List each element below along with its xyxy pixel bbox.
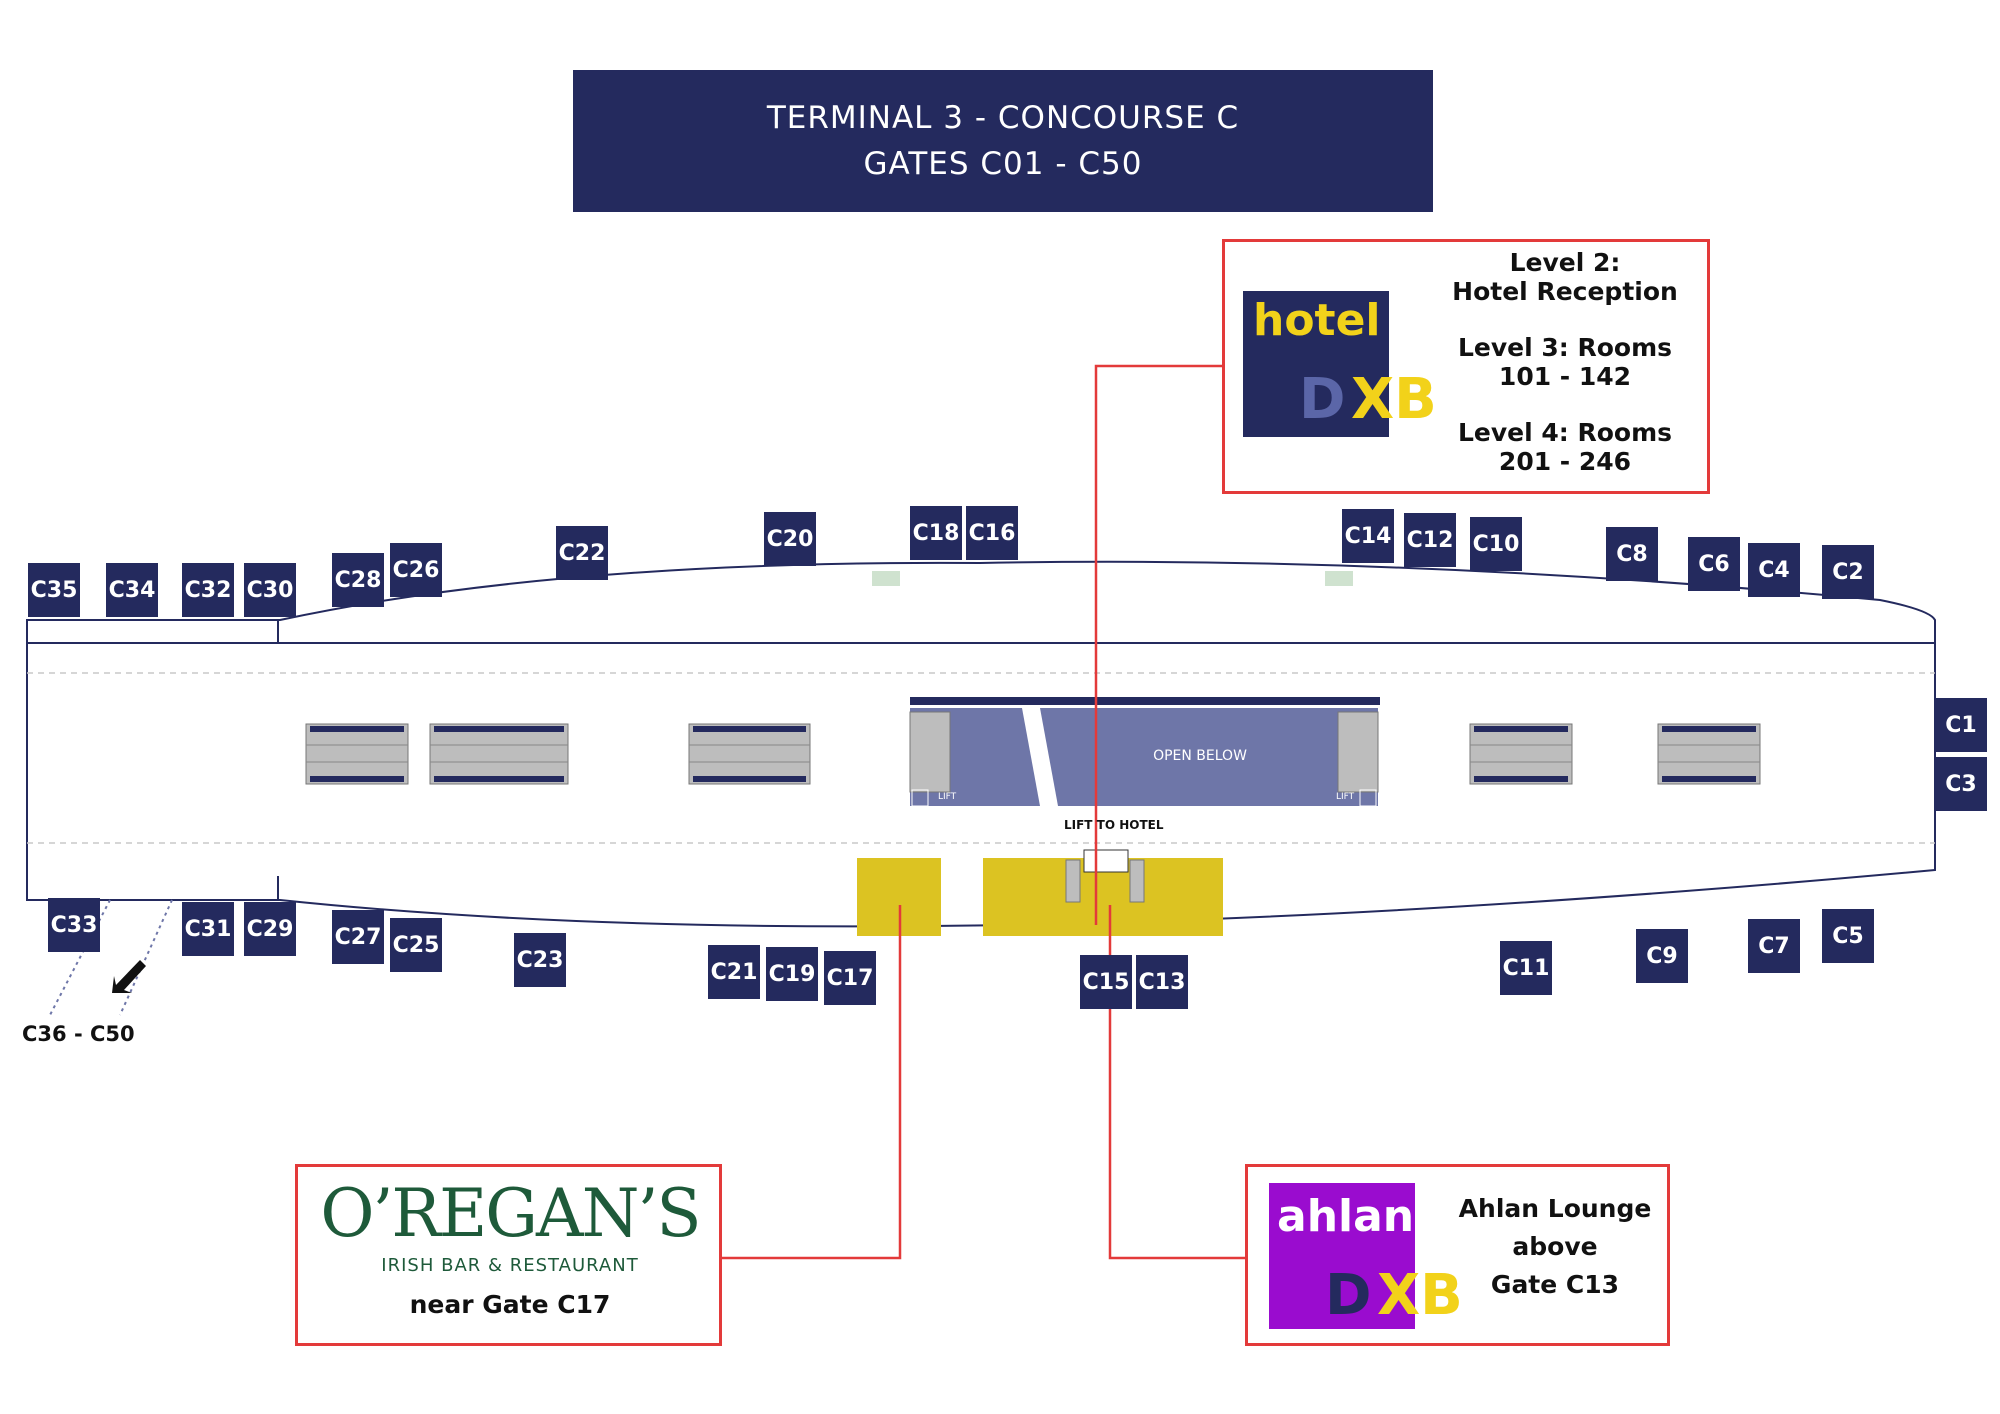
gate-c14: C14	[1342, 509, 1394, 563]
open-below-label: OPEN BELOW	[1153, 748, 1247, 764]
overflow-gates-label: C36 - C50	[22, 1022, 135, 1046]
gate-c26: C26	[390, 543, 442, 597]
hotel-level4-title: Level 4: Rooms	[1457, 418, 1673, 447]
ahlan-logo-word: ahlan	[1277, 1191, 1415, 1242]
lift-left-icon	[911, 789, 929, 807]
oregans-location-text: near Gate C17	[409, 1290, 611, 1319]
gate-c28: C28	[332, 553, 384, 607]
map-title-line1: TERMINAL 3 - CONCOURSE C	[766, 100, 1240, 136]
lift-right-label: LIFT	[1336, 792, 1355, 802]
hotel-logo-word: hotel	[1253, 295, 1381, 346]
lift-to-hotel-label: LIFT TO HOTEL	[1064, 818, 1164, 832]
gate-c5: C5	[1822, 909, 1874, 963]
hotel-dxb-logo: hotel D XB	[1243, 291, 1437, 437]
ahlan-line1: Ahlan Lounge	[1458, 1194, 1652, 1223]
gate-c10: C10	[1470, 517, 1522, 571]
hotel-lift-block	[1083, 849, 1129, 873]
lift-left-label: LIFT	[938, 792, 957, 802]
gate-c6: C6	[1688, 537, 1740, 591]
seating-block	[305, 723, 1761, 785]
ahlan-line2: above	[1512, 1232, 1598, 1261]
gate-c22: C22	[556, 526, 608, 580]
hotel-logo-xb: XB	[1351, 367, 1437, 432]
ahlan-dxb-logo: ahlan D XB	[1269, 1183, 1463, 1329]
gate-c25: C25	[390, 918, 442, 972]
gate-c31: C31	[182, 902, 234, 956]
gate-c29: C29	[244, 902, 296, 956]
hotel-callout-line	[1094, 364, 1222, 925]
gate-c30: C30	[244, 563, 296, 617]
overflow-arrow-icon	[112, 960, 146, 993]
service-area-right	[1325, 571, 1353, 586]
gate-c27: C27	[332, 910, 384, 964]
hotel-level2-title: Level 2:	[1509, 248, 1621, 277]
seating-rows	[310, 726, 1756, 782]
overflow-path-left	[49, 899, 111, 1016]
gate-c35: C35	[28, 563, 80, 617]
escalator-to-hotel-left	[1065, 859, 1081, 903]
gate-c13: C13	[1136, 955, 1188, 1009]
gate-c23: C23	[514, 933, 566, 987]
ahlan-line3: Gate C13	[1490, 1270, 1620, 1299]
hotel-level3-title: Level 3: Rooms	[1457, 333, 1673, 362]
gate-c11: C11	[1500, 941, 1552, 995]
seating-top-central	[910, 697, 1380, 705]
escalator-right	[1337, 711, 1379, 793]
seating-stripes	[306, 744, 1760, 763]
service-area-left	[872, 571, 900, 586]
gate-c1: C1	[1935, 698, 1987, 752]
ahlan-callout-line	[1108, 905, 1245, 1260]
ahlan-info-text: Ahlan Lounge above Gate C13	[1455, 1190, 1655, 1304]
gate-c18: C18	[910, 506, 962, 560]
oregans-callout-line	[722, 905, 902, 1260]
map-title-banner: TERMINAL 3 - CONCOURSE C GATES C01 - C50	[573, 70, 1433, 212]
escalator-to-hotel-right	[1129, 859, 1145, 903]
hotel-logo-d: D	[1299, 367, 1346, 432]
map-title-line2: GATES C01 - C50	[863, 146, 1143, 182]
gate-c34: C34	[106, 563, 158, 617]
gate-c4: C4	[1748, 543, 1800, 597]
ahlan-logo-d: D	[1325, 1263, 1372, 1328]
oregans-callout-box	[295, 1164, 722, 1346]
hotel-level3-text: 101 - 142	[1498, 362, 1632, 391]
gate-c32: C32	[182, 563, 234, 617]
gate-c17: C17	[824, 951, 876, 1005]
gate-c8: C8	[1606, 527, 1658, 581]
gate-c9: C9	[1636, 929, 1688, 983]
gate-c20: C20	[764, 512, 816, 566]
gate-c21: C21	[708, 945, 760, 999]
hotel-level4-text: 201 - 246	[1498, 447, 1632, 476]
lift-right-icon	[1359, 789, 1377, 807]
gate-c15: C15	[1080, 955, 1132, 1009]
ahlan-logo-xb: XB	[1377, 1263, 1463, 1328]
gate-c16: C16	[966, 506, 1018, 560]
gate-c3: C3	[1935, 757, 1987, 811]
open-below-area-right	[1040, 708, 1378, 806]
gate-c7: C7	[1748, 919, 1800, 973]
gate-c19: C19	[766, 947, 818, 1001]
gate-c2: C2	[1822, 545, 1874, 599]
hotel-level2-text: Hotel Reception	[1452, 277, 1678, 306]
oregans-logo: O’REGAN’S	[320, 1175, 701, 1252]
oregans-subtitle: IRISH BAR & RESTAURANT	[381, 1255, 639, 1276]
escalator-left	[909, 711, 951, 793]
gate-c33: C33	[48, 898, 100, 952]
gate-c12: C12	[1404, 513, 1456, 567]
overflow-path-right	[119, 899, 173, 1016]
